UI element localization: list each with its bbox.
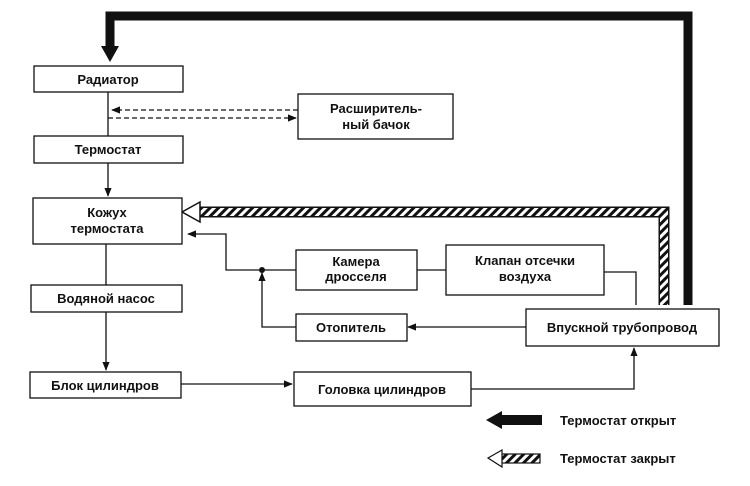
node-cylinder-head: Головка цилиндров [293,371,472,407]
node-thermostat: Термостат [33,135,184,164]
air-valve-label-1: Клапан отсечки [475,253,575,268]
valve-manifold-line [604,271,637,305]
cylinder-block-label: Блок цилиндров [51,378,159,393]
head-manifold-arrow [471,347,638,390]
node-cylinder-block: Блок цилиндров [29,371,182,399]
legend-open-label: Термостат открыт [560,413,676,428]
intake-manifold-label: Впускной трубопровод [547,320,698,335]
legend-closed-label: Термостат закрыт [560,451,676,466]
node-radiator: Радиатор [33,65,184,93]
housing-label-1: Кожух [87,205,127,220]
closed-flow-path [180,200,670,305]
expansion-tank-label-1: Расширитель- [330,101,422,116]
junction-dot [259,267,265,273]
throttle-label-2: дросселя [325,269,387,284]
air-valve-label-2: воздуха [499,269,552,284]
radiator-label: Радиатор [77,72,138,87]
heater-label: Отопитель [316,320,386,335]
housing-label-2: термостата [70,221,144,236]
node-air-valve: Клапан отсечки воздуха [445,244,605,296]
expansion-tank-label-2: ный бачок [342,117,410,132]
legend-open-icon [486,411,542,429]
legend: Термостат открыт Термостат закрыт [486,411,676,469]
node-water-pump: Водяной насос [30,284,183,313]
water-pump-label: Водяной насос [57,291,155,306]
node-thermostat-housing: Кожух термостата [32,197,183,245]
heater-junction-arrow [258,272,296,328]
open-flow-path [101,11,693,305]
node-expansion-tank: Расширитель- ный бачок [297,93,454,140]
throttle-housing-arrow [187,230,296,271]
node-throttle-body: Камера дросселя [295,249,418,291]
throttle-label-1: Камера [332,254,380,269]
thermostat-label: Термостат [75,142,142,157]
node-heater: Отопитель [295,313,408,342]
legend-closed-icon [486,448,541,469]
cylinder-head-label: Головка цилиндров [318,382,446,397]
node-intake-manifold: Впускной трубопровод [525,308,720,347]
